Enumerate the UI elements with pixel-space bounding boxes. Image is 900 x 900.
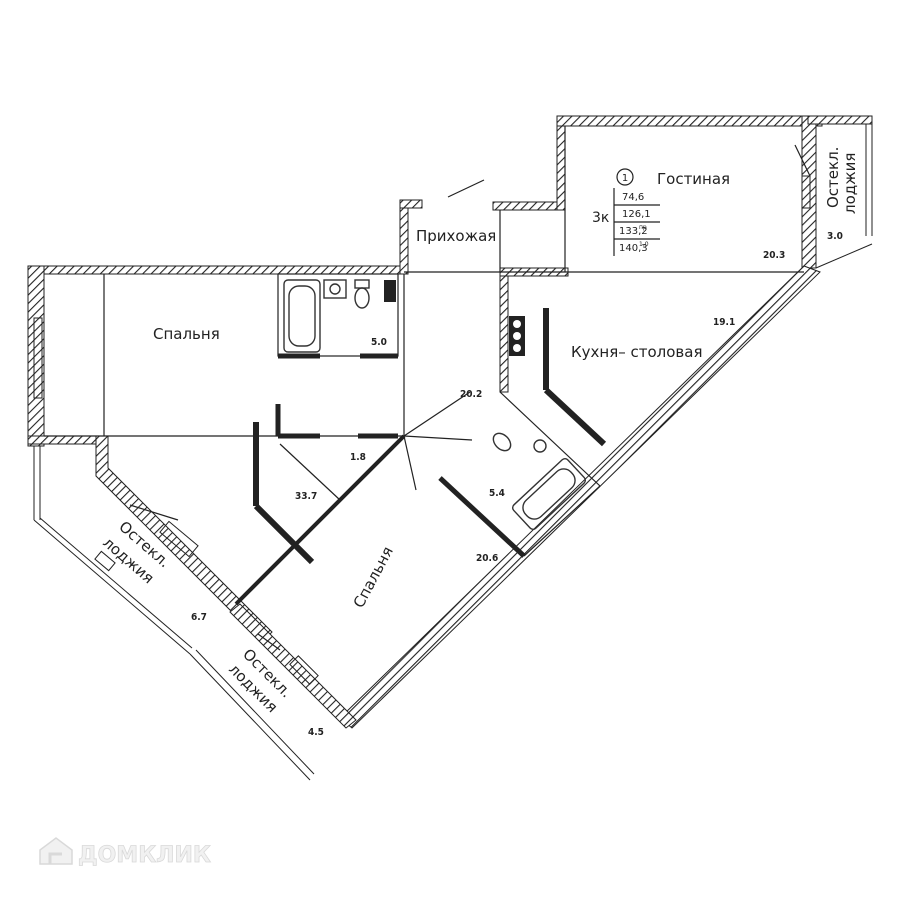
sink-top	[323, 279, 347, 299]
house-logo-icon	[39, 837, 73, 865]
label-bedroom-left: Спальня	[153, 325, 220, 343]
area-full: 140,3	[619, 243, 648, 254]
sink-mid	[533, 439, 547, 453]
area-living: 74,6	[622, 192, 644, 203]
label-loggia-tr-1: Остекл.	[824, 147, 842, 208]
watermark: ДОМКЛИК	[39, 837, 211, 868]
area-reduced-sup: пр	[639, 224, 647, 231]
watermark-text: ДОМКЛИК	[78, 843, 211, 868]
area-loggia-bottom: 4.5	[308, 727, 324, 738]
area-kitchen: 19.1	[713, 317, 735, 328]
area-bathroom-mid: 5.4	[489, 488, 505, 499]
stove	[509, 316, 525, 356]
area-hallway: 20.2	[460, 389, 482, 400]
loggia-glazing	[33, 124, 873, 781]
apartment-type: 3к	[592, 210, 609, 226]
apartment-info-box: 1 3к 74,6 126,1 133,2 пр 140,3 1,0	[592, 168, 660, 256]
area-closet: 1.8	[350, 452, 366, 463]
area-reduced: 133,2	[619, 226, 648, 237]
outer-walls	[27, 115, 873, 729]
area-bathroom-top: 5.0	[371, 337, 387, 348]
label-living-room: Гостиная	[657, 170, 730, 188]
toilet-top	[354, 279, 370, 309]
area-total: 126,1	[622, 209, 651, 220]
label-loggia-tr-2: лоджия	[841, 153, 859, 214]
area-loggia-tr: 3.0	[827, 231, 843, 242]
bathtub-top	[283, 279, 321, 353]
interior-lines	[44, 126, 811, 651]
label-kitchen: Кухня– столовая	[571, 343, 702, 361]
partitions	[253, 308, 607, 565]
area-bedroom-bottom: 20.6	[476, 553, 498, 564]
room-labels: Гостиная Прихожая Спальня Кухня– столова…	[99, 147, 859, 717]
toilet-mid	[492, 432, 512, 452]
apartment-number: 1	[622, 173, 628, 184]
label-bedroom-bottom: Спальня	[350, 544, 397, 611]
area-loggia-left: 6.7	[191, 612, 207, 623]
area-labels: 20.3 3.0 5.0 19.1 20.2 1.8 33.7 5.4 20.6…	[191, 231, 843, 738]
area-full-sup: 1,0	[639, 241, 649, 248]
label-hallway: Прихожая	[416, 227, 496, 245]
area-bedroom-left: 33.7	[295, 491, 317, 502]
heater-top	[384, 280, 396, 302]
area-living-room: 20.3	[763, 250, 785, 261]
bathtub-mid	[511, 458, 587, 530]
